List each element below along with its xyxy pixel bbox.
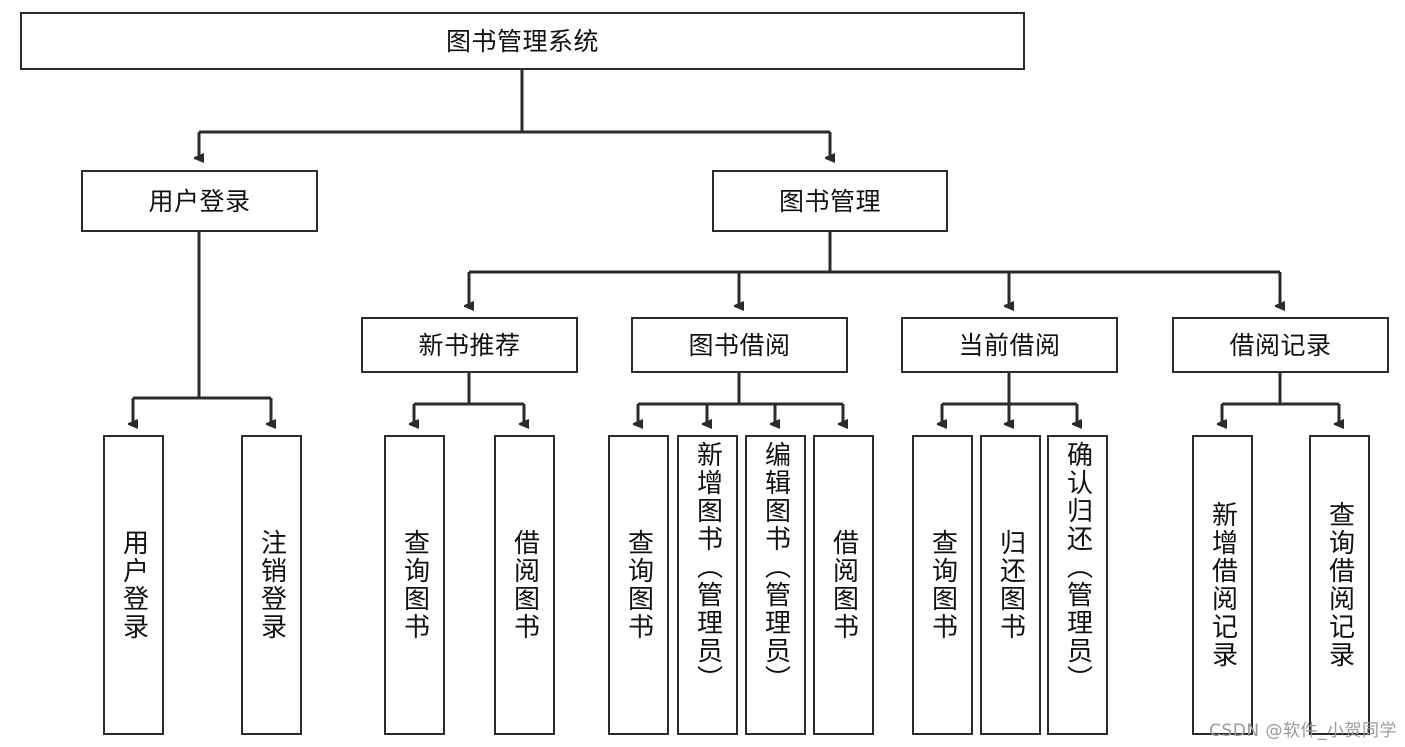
node-current-borrow[interactable]: 当前借阅 (901, 317, 1118, 373)
leaf-book-borrow-borrow-book[interactable]: 借阅图书 (813, 435, 874, 735)
node-label: 查询图书 (927, 529, 958, 641)
node-label: 编辑图书（管理员） (760, 441, 791, 693)
leaf-borrow-record-query-record[interactable]: 查询借阅记录 (1309, 435, 1370, 735)
node-label: 图书借阅 (688, 330, 791, 360)
leaf-current-borrow-query-book[interactable]: 查询图书 (912, 435, 973, 735)
node-label: 新增图书（管理员） (692, 441, 723, 693)
leaf-borrow-record-add-record[interactable]: 新增借阅记录 (1192, 435, 1253, 735)
node-new-book-recommend[interactable]: 新书推荐 (361, 317, 578, 373)
node-label: 注销登录 (256, 529, 287, 641)
leaf-user-login-login[interactable]: 用户登录 (103, 435, 164, 735)
node-user-login[interactable]: 用户登录 (81, 170, 318, 232)
node-label: 确认归还（管理员） (1062, 441, 1093, 693)
node-label: 借阅图书 (509, 529, 540, 641)
node-label: 图书管理系统 (445, 26, 599, 56)
leaf-book-borrow-query-book[interactable]: 查询图书 (608, 435, 669, 735)
leaf-book-borrow-add-book-admin[interactable]: 新增图书（管理员） (677, 435, 738, 735)
node-label: 借阅记录 (1229, 330, 1332, 360)
csdn-watermark: CSDN @软件_小贺同学 (1209, 721, 1397, 741)
node-label: 当前借阅 (958, 330, 1061, 360)
leaf-new-book-query-book[interactable]: 查询图书 (384, 435, 445, 735)
node-book-borrow[interactable]: 图书借阅 (631, 317, 848, 373)
node-label: 归还图书 (995, 529, 1026, 641)
node-label: 借阅图书 (828, 529, 859, 641)
node-label: 查询图书 (623, 529, 654, 641)
node-book-management[interactable]: 图书管理 (712, 170, 948, 232)
leaf-new-book-borrow-book[interactable]: 借阅图书 (494, 435, 555, 735)
node-borrow-record[interactable]: 借阅记录 (1172, 317, 1389, 373)
node-label: 查询图书 (399, 529, 430, 641)
leaf-book-borrow-edit-book-admin[interactable]: 编辑图书（管理员） (745, 435, 806, 735)
leaf-current-borrow-confirm-return-admin[interactable]: 确认归还（管理员） (1047, 435, 1108, 735)
node-label: 新书推荐 (418, 330, 521, 360)
node-label: 新增借阅记录 (1207, 501, 1238, 669)
node-label: 图书管理 (778, 186, 881, 216)
node-label: 用户登录 (118, 529, 149, 641)
node-root-book-management-system[interactable]: 图书管理系统 (20, 12, 1025, 70)
node-label: 用户登录 (148, 186, 251, 216)
node-label: 查询借阅记录 (1324, 501, 1355, 669)
leaf-current-borrow-return-book[interactable]: 归还图书 (980, 435, 1041, 735)
leaf-user-login-logout[interactable]: 注销登录 (241, 435, 302, 735)
